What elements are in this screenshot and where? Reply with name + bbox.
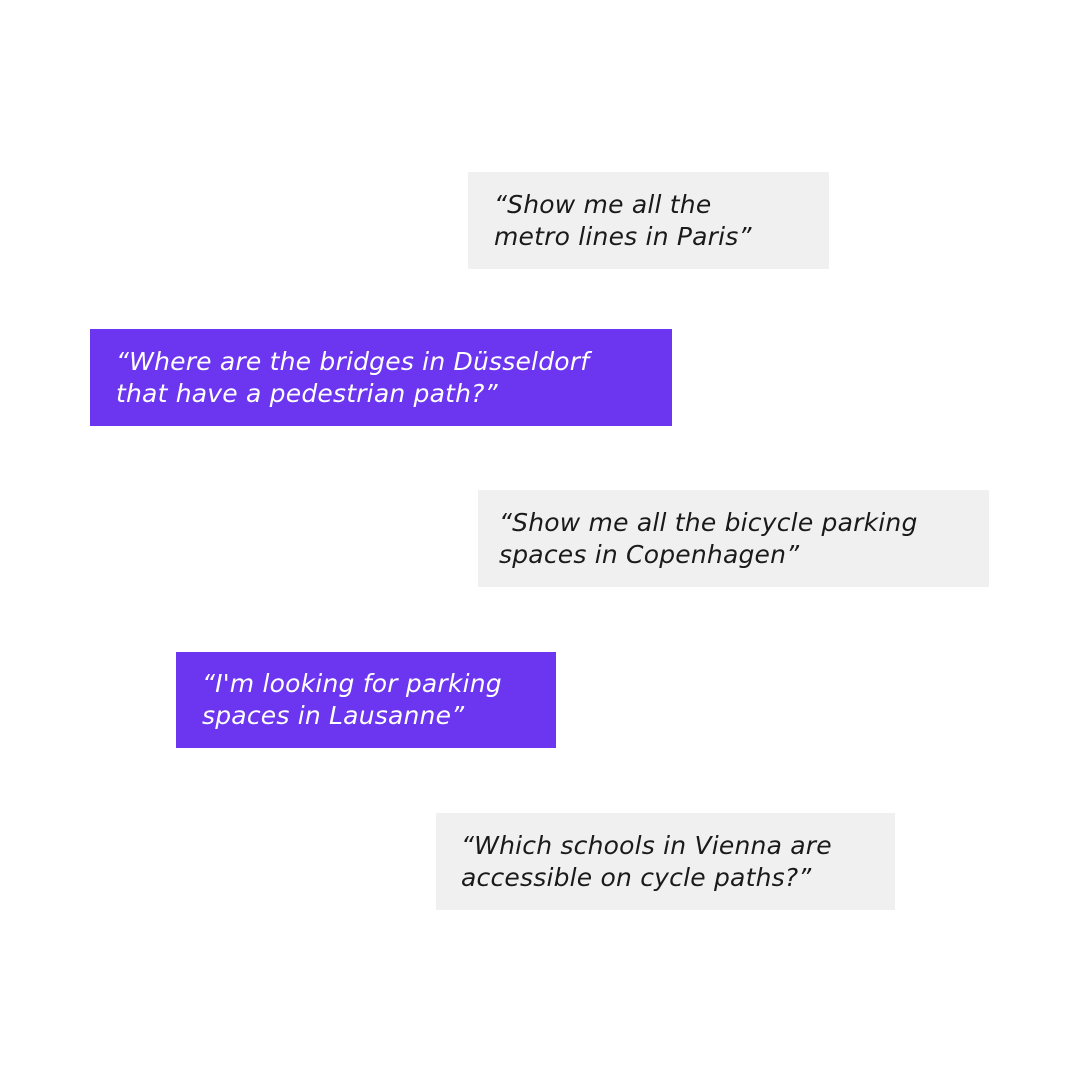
query-text-line: “Where are the bridges in Düsseldorf	[116, 346, 590, 376]
query-bubble-bridges-dusseldorf: “Where are the bridges in Düsseldorf tha…	[90, 329, 672, 426]
query-text-line: “I'm looking for parking	[202, 669, 502, 698]
query-text-line: that have a pedestrian path?”	[116, 378, 498, 408]
query-text-line: spaces in Lausanne”	[202, 701, 465, 730]
query-text-line: “Show me all the bicycle parking	[499, 507, 918, 537]
query-bubble-schools-vienna: “Which schools in Vienna are accessible …	[436, 813, 895, 910]
query-text-line: metro lines in Paris”	[494, 221, 752, 251]
query-bubble-metro-paris: “Show me all the metro lines in Paris”	[468, 172, 829, 269]
query-text-line: accessible on cycle paths?”	[461, 862, 812, 892]
query-bubble-parking-lausanne: “I'm looking for parking spaces in Lausa…	[176, 652, 556, 748]
query-bubble-bicycle-copenhagen: “Show me all the bicycle parking spaces …	[478, 490, 989, 587]
query-text-line: spaces in Copenhagen”	[499, 539, 800, 569]
query-text-line: “Show me all the	[494, 189, 712, 219]
query-text-line: “Which schools in Vienna are	[461, 830, 832, 860]
